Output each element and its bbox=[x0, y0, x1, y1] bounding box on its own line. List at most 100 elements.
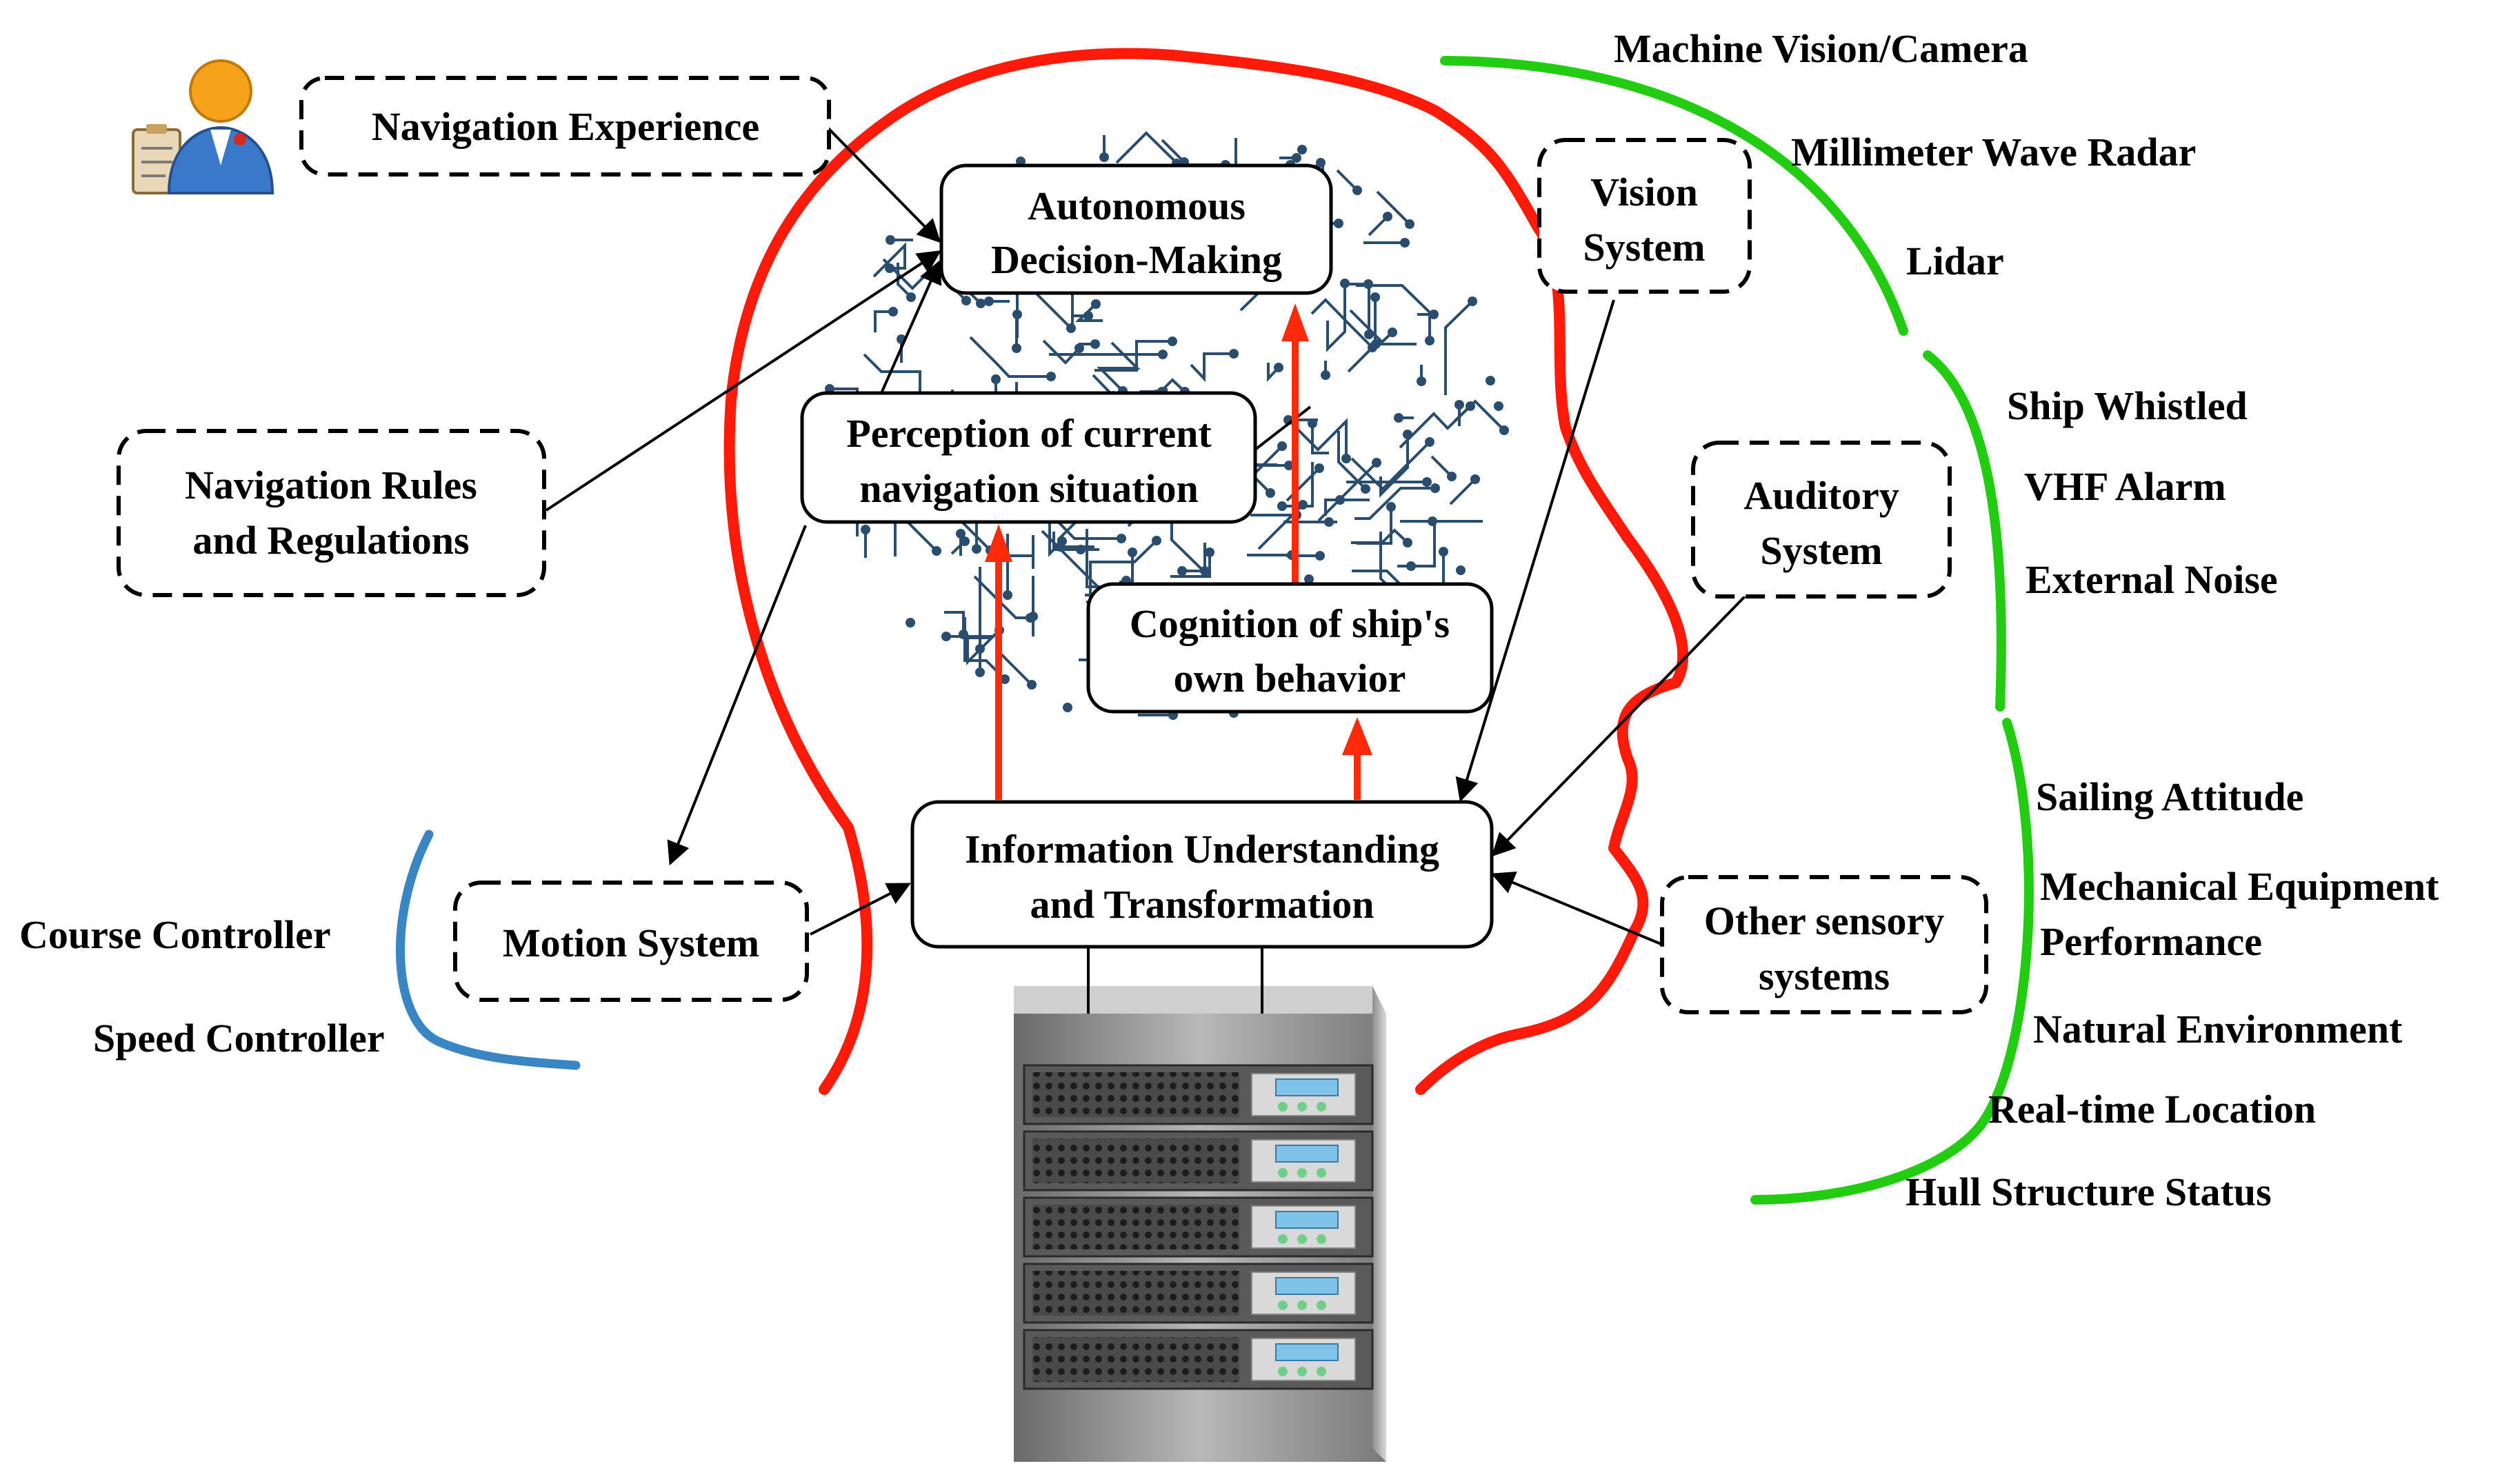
circuit-node bbox=[886, 235, 895, 245]
auditory-inputs: Ship Whistled VHF Alarm External Noise bbox=[2007, 383, 2278, 602]
server-unit bbox=[1023, 1329, 1374, 1390]
circuit-node bbox=[975, 667, 985, 677]
circuit-trace bbox=[1310, 298, 1374, 349]
circuit-node bbox=[976, 299, 986, 308]
vision-inputs: Machine Vision/Camera Millimeter Wave Ra… bbox=[1614, 26, 2196, 283]
perception-line1: Perception of current bbox=[846, 411, 1212, 456]
vision-system-line1: Vision bbox=[1590, 170, 1698, 214]
circuit-node bbox=[1304, 574, 1314, 584]
vision-bracket bbox=[1440, 56, 1908, 336]
circuit-trace bbox=[1267, 363, 1280, 383]
circuit-node bbox=[1152, 536, 1161, 545]
circuit-node bbox=[1470, 474, 1480, 484]
circuit-node bbox=[1372, 458, 1381, 468]
other-sensory-line2: systems bbox=[1759, 954, 1890, 998]
cognition-line2: own behavior bbox=[1174, 656, 1406, 701]
server-unit bbox=[1023, 1196, 1374, 1258]
circuit-node bbox=[1335, 495, 1345, 505]
autonomous-decision-line1: Autonomous bbox=[1028, 183, 1246, 228]
other-inputs: Sailing Attitude Mechanical Equipment Pe… bbox=[1906, 774, 2439, 1214]
circuit-node bbox=[1468, 297, 1477, 306]
circuit-node bbox=[956, 529, 966, 539]
circuit-node bbox=[984, 297, 994, 306]
circuit-node bbox=[1383, 212, 1392, 221]
circuit-trace bbox=[1097, 341, 1141, 401]
information-understanding-line2: and Transformation bbox=[1030, 882, 1374, 927]
circuit-node bbox=[1428, 516, 1437, 526]
circuit-trace bbox=[1444, 300, 1474, 395]
circuit-node bbox=[1277, 441, 1287, 451]
circuit-trace bbox=[1003, 535, 1034, 569]
circuit-node bbox=[1456, 565, 1466, 575]
circuit-node bbox=[1090, 339, 1100, 349]
other-sensory-line1: Other sensory bbox=[1704, 898, 1945, 943]
circuit-node bbox=[1430, 483, 1440, 493]
motion-output: Speed Controller bbox=[93, 1016, 385, 1061]
node-cognition: Cognition of ship's own behavior bbox=[1086, 582, 1494, 714]
circuit-trace bbox=[1324, 499, 1370, 516]
circuit-trace bbox=[1357, 507, 1392, 545]
circuit-trace bbox=[1311, 423, 1329, 454]
circuit-trace bbox=[1048, 512, 1063, 557]
circuit-trace bbox=[1356, 284, 1431, 341]
navigation-rules-line1: Navigation Rules bbox=[185, 463, 477, 508]
circuit-trace bbox=[1094, 340, 1172, 372]
circuit-node bbox=[1388, 328, 1397, 337]
circuit-node bbox=[959, 630, 968, 639]
information-understanding-line1: Information Understanding bbox=[965, 827, 1439, 872]
circuit-node bbox=[1000, 674, 1010, 684]
node-motion-system: Motion System bbox=[453, 881, 809, 1002]
navigation-experience-label: Navigation Experience bbox=[372, 104, 759, 149]
auditory-input: VHF Alarm bbox=[2024, 464, 2226, 509]
circuit-node bbox=[1292, 153, 1301, 163]
node-navigation-rules: Navigation Rules and Regulations bbox=[117, 429, 546, 597]
motion-output: Course Controller bbox=[19, 912, 331, 957]
circuit-trace bbox=[1449, 478, 1477, 505]
circuit-node bbox=[906, 292, 916, 302]
circuit-node bbox=[1158, 350, 1168, 359]
circuit-node bbox=[1417, 376, 1426, 386]
circuit-node bbox=[932, 546, 941, 556]
circuit-node bbox=[1046, 372, 1056, 381]
circuit-node bbox=[1340, 279, 1350, 288]
circuit-node bbox=[1274, 363, 1283, 372]
circuit-node bbox=[1370, 292, 1380, 302]
circuit-node bbox=[1128, 547, 1137, 557]
circuit-node bbox=[1229, 349, 1239, 359]
node-other-sensory: Other sensory systems bbox=[1660, 875, 1988, 1014]
circuit-node bbox=[1324, 517, 1334, 527]
circuit-trace bbox=[1376, 190, 1411, 225]
other-input: Natural Environment bbox=[2033, 1007, 2403, 1052]
circuit-node bbox=[888, 307, 898, 316]
person-icon bbox=[132, 59, 274, 194]
circuit-node bbox=[1400, 238, 1410, 248]
vision-system-line2: System bbox=[1583, 225, 1705, 270]
circuit-node bbox=[1499, 425, 1509, 435]
circuit-node bbox=[1425, 336, 1434, 345]
node-vision-system: Vision System bbox=[1537, 138, 1752, 294]
circuit-node bbox=[1466, 401, 1475, 411]
other-input: Sailing Attitude bbox=[2036, 774, 2303, 819]
circuit-trace bbox=[1170, 552, 1211, 578]
vision-input: Lidar bbox=[1906, 239, 2004, 283]
circuit-node bbox=[1003, 590, 1012, 600]
circuit-node bbox=[1027, 680, 1037, 690]
other-bracket bbox=[1750, 718, 2034, 1205]
circuit-node bbox=[1315, 551, 1325, 561]
circuit-node bbox=[906, 618, 915, 627]
circuit-node bbox=[1099, 152, 1109, 162]
circuit-node bbox=[1074, 343, 1084, 353]
circuit-trace bbox=[1287, 418, 1348, 459]
circuit-node bbox=[1205, 547, 1214, 557]
circuit-node bbox=[1425, 437, 1434, 447]
circuit-node bbox=[1076, 545, 1086, 554]
vision-input: Millimeter Wave Radar bbox=[1791, 130, 2196, 174]
circuit-node bbox=[1177, 566, 1187, 576]
auditory-system-line2: System bbox=[1760, 528, 1882, 573]
auditory-input: External Noise bbox=[2026, 557, 2278, 602]
circuit-node bbox=[1394, 413, 1403, 423]
circuit-node bbox=[1012, 310, 1022, 319]
sensor-brackets bbox=[1440, 56, 2034, 1205]
circuit-node bbox=[1341, 454, 1351, 463]
